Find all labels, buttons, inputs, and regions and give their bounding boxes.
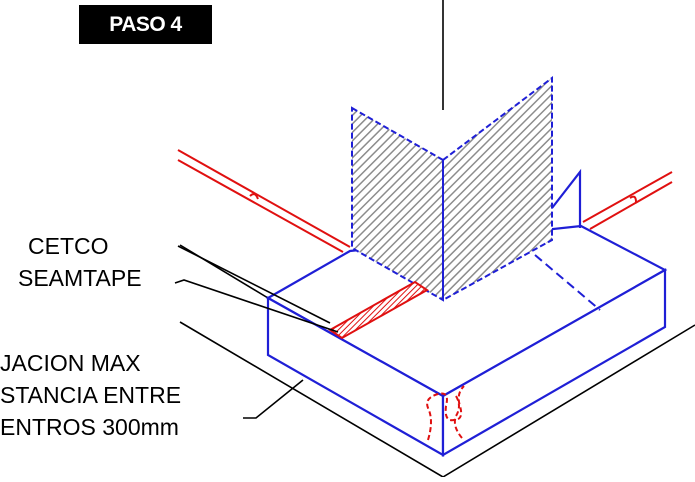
- fixing-label-line2: STANCIA ENTRE: [0, 382, 181, 408]
- rear-wall-outline: [551, 168, 582, 228]
- membrane-strip-right: [582, 171, 673, 230]
- fixing-label-line1: JACION MAX: [0, 350, 141, 376]
- concrete-slab: [265, 224, 668, 457]
- product-label-line1: CETCO: [28, 233, 109, 259]
- step-badge: PASO 4: [79, 5, 212, 44]
- membrane-strip-left: [177, 149, 351, 253]
- corner-detail-red: [426, 385, 465, 441]
- product-label-line2: SEAMTAPE: [18, 265, 142, 291]
- leader-lines: [174, 245, 339, 419]
- fixing-label-line3: ENTROS 300mm: [0, 414, 179, 440]
- seamtape-strip: [328, 280, 429, 340]
